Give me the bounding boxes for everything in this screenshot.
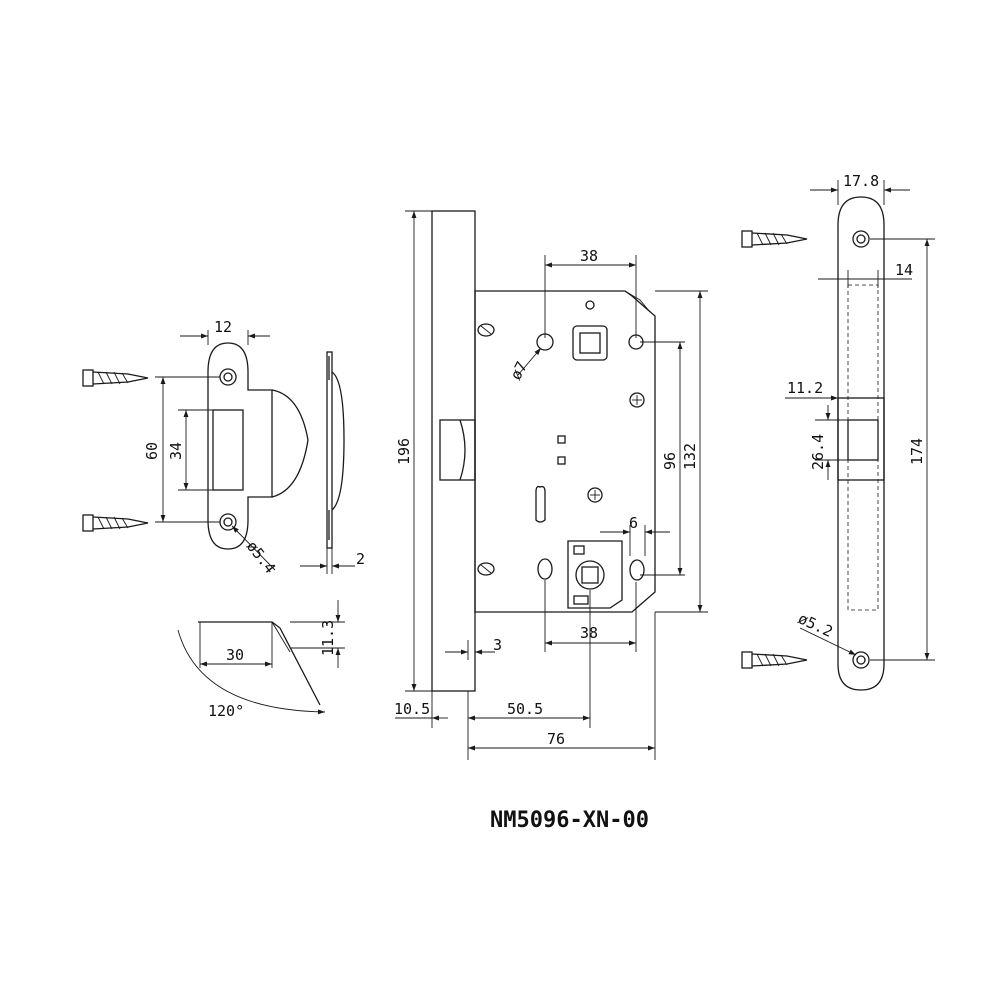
- dim-lock-6: 6: [600, 514, 670, 556]
- label-132: 132: [681, 443, 699, 470]
- faceplate-right: [837, 196, 885, 691]
- label-26-4: 26.4: [809, 434, 827, 470]
- label-14: 14: [895, 261, 913, 279]
- dim-lock-196: 196: [395, 210, 440, 692]
- label-5-4: ø5.4: [243, 537, 279, 577]
- label-2: 2: [356, 550, 365, 568]
- dim-strike-width: 12: [180, 318, 270, 345]
- strike-plate-side: [326, 351, 345, 549]
- label-76: 76: [547, 730, 565, 748]
- model-code: NM5096-XN-00: [490, 808, 649, 833]
- dim-lock-50-5: 50.5: [468, 590, 591, 728]
- strike-plate-top: 30 11.3 120°: [177, 600, 345, 720]
- label-96: 96: [661, 452, 679, 470]
- label-196: 196: [395, 438, 413, 465]
- label-3: 3: [493, 636, 502, 654]
- dim-faceplate-11-2: 11.2: [785, 379, 838, 401]
- screw-right-lower: [741, 651, 808, 669]
- strike-plate-front: [207, 342, 309, 550]
- dim-strike-60: 60: [143, 376, 220, 523]
- dim-strike-34: 34: [167, 409, 213, 491]
- dim-lock-132: 132: [655, 290, 708, 613]
- dim-lock-hole-7: ø7: [507, 347, 542, 383]
- label-11-2: 11.2: [787, 379, 823, 397]
- label-60: 60: [143, 442, 161, 460]
- lock-faceplate: [431, 210, 476, 692]
- label-6: 6: [629, 514, 638, 532]
- dim-lock-top-38: 38: [544, 247, 637, 338]
- label-11-3: 11.3: [319, 620, 337, 656]
- label-7: ø7: [507, 358, 531, 382]
- dim-lock-bottom-38: 38: [544, 580, 637, 652]
- label-174: 174: [908, 438, 926, 465]
- dim-lock-96: 96: [640, 341, 685, 576]
- dim-lock-76: 76: [468, 612, 656, 760]
- dim-lock-3: 3: [445, 636, 502, 660]
- label-50-5: 50.5: [507, 700, 543, 718]
- dim-lock-10-5: 10.5: [394, 691, 469, 760]
- dim-faceplate-17-8: 17.8: [810, 172, 910, 205]
- label-17-8: 17.8: [843, 172, 879, 190]
- screw-left-upper: [82, 369, 149, 387]
- label-12: 12: [214, 318, 232, 336]
- label-34: 34: [167, 442, 185, 460]
- label-bottom-38: 38: [580, 624, 598, 642]
- label-top-38: 38: [580, 247, 598, 265]
- dim-faceplate-hole: ø5.2: [795, 609, 857, 656]
- screw-right-upper: [741, 230, 808, 248]
- label-5-2: ø5.2: [795, 609, 835, 641]
- label-10-5: 10.5: [394, 700, 430, 718]
- lock-case: [474, 290, 656, 613]
- screw-left-lower: [82, 514, 149, 532]
- label-30: 30: [226, 646, 244, 664]
- dim-strike-hole: ø5.4: [231, 525, 279, 577]
- label-120: 120°: [208, 702, 244, 720]
- dim-faceplate-14: 14: [818, 261, 913, 288]
- dim-faceplate-26-4: 26.4: [809, 405, 848, 480]
- dim-faceplate-174: 174: [870, 238, 935, 661]
- dim-strike-thickness: 2: [300, 548, 365, 574]
